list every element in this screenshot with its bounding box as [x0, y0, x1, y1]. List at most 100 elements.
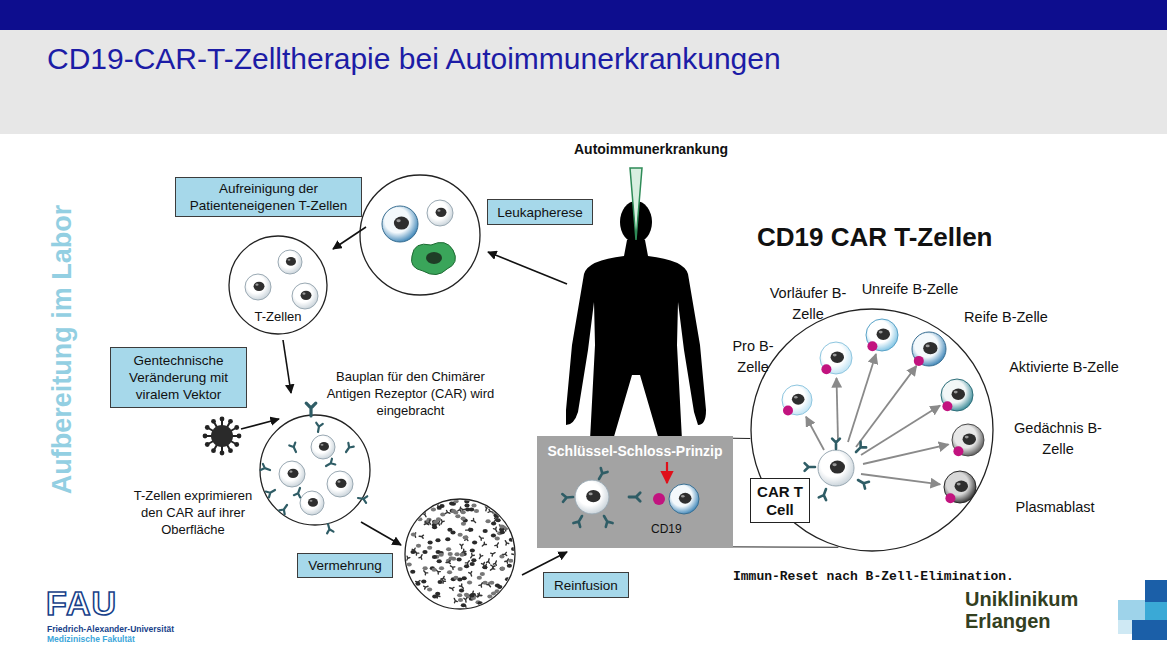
car-receptor: [261, 464, 272, 473]
mini-cell: [458, 598, 463, 602]
virus-knob: [211, 419, 216, 424]
virus-knob: [234, 425, 239, 430]
car-receptor: [450, 565, 455, 570]
car-receptor: [423, 512, 428, 517]
cell-nucleus: [319, 442, 329, 451]
process-box: Aufreinigung der Patienteneigenen T-Zell…: [175, 177, 362, 217]
mini-cell: [458, 533, 463, 537]
mini-cell: [470, 548, 475, 552]
mini-cell: [423, 566, 428, 570]
sample-circle: [360, 175, 480, 295]
cell-body: [866, 319, 898, 351]
monocyte: [411, 242, 455, 274]
car-receptor: [511, 553, 516, 557]
car-receptor: [490, 567, 495, 572]
t-cell: [427, 200, 453, 226]
flow-arrow: [861, 474, 940, 484]
virus-knob: [237, 434, 242, 439]
mini-cell: [491, 521, 496, 525]
logo-square: [1145, 580, 1167, 602]
cell-body: [782, 385, 812, 415]
car-receptor: [464, 598, 468, 603]
mini-cell: [458, 567, 463, 571]
cd19-antigen: [942, 401, 952, 411]
mini-cell: [436, 517, 441, 521]
car-receptor: [819, 488, 830, 500]
car-receptor: [453, 598, 458, 603]
car-receptor: [481, 542, 486, 547]
cell-body: [382, 206, 418, 242]
car-receptor: [466, 528, 470, 531]
mini-cell: [464, 593, 469, 597]
b-cell: [866, 319, 898, 351]
mini-cell: [469, 594, 474, 598]
car-receptor: [484, 506, 488, 511]
flow-arrow: [666, 462, 668, 483]
car-receptor: [495, 542, 500, 547]
cd19-antigen: [867, 341, 877, 351]
car-receptor: [832, 439, 840, 449]
car-receptor: [856, 477, 869, 489]
cell-label: Plasmablast: [1005, 497, 1105, 518]
car-receptor: [405, 556, 410, 561]
mini-cell: [454, 552, 459, 556]
mini-cell: [439, 553, 444, 557]
logo-square: [1118, 600, 1145, 620]
nucleus-highlight: [879, 331, 883, 334]
b-cell: [912, 332, 946, 366]
car-receptor: [476, 593, 481, 598]
car-receptor: [446, 560, 450, 564]
node-text: Gentechnische Veränderung mit viralem Ve…: [117, 352, 240, 403]
cell-nucleus: [877, 328, 890, 340]
cell-body: [278, 250, 302, 274]
logo-text: Friedrich-Alexander-Universität: [47, 624, 174, 634]
car-receptor: [465, 560, 470, 565]
mini-cell: [446, 547, 451, 551]
nucleus-highlight: [957, 483, 961, 486]
disease-pointer: [630, 168, 642, 240]
cell-body: [327, 471, 353, 497]
mini-cell: [474, 509, 479, 513]
process-box: Gentechnische Veränderung mit viralem Ve…: [110, 347, 247, 408]
car-receptor: [315, 423, 323, 433]
cell-nucleus: [308, 498, 318, 507]
car-receptor: [419, 554, 424, 559]
leukocyte: [382, 206, 418, 242]
mini-cell: [437, 580, 442, 584]
nucleus-highlight: [396, 219, 400, 222]
car-receptor: [493, 527, 498, 532]
car-receptor: [427, 519, 431, 524]
flow-arrow: [861, 406, 940, 455]
cell-label: Reife B-Zelle: [951, 307, 1061, 328]
nucleus-highlight: [302, 293, 305, 295]
mini-cell: [464, 564, 469, 568]
mini-cell: [471, 503, 476, 507]
header-band: [0, 0, 1167, 30]
virus-knob: [220, 451, 225, 456]
cell-body: [944, 471, 976, 503]
viral-vector: [203, 417, 242, 456]
car-receptor: [629, 493, 640, 501]
cell-nucleus: [286, 257, 296, 266]
body-silhouette: [566, 240, 706, 440]
cell-nucleus: [436, 208, 447, 217]
nucleus-highlight: [337, 481, 340, 483]
mini-cell: [500, 567, 505, 571]
car-receptor: [596, 468, 608, 481]
mini-cell: [407, 562, 412, 566]
b-cell-circle: CD19 CAR T-ZellenCAR T Cell: [750, 308, 994, 552]
mini-cell: [464, 499, 469, 503]
mini-cell: [431, 507, 436, 511]
car-t-cell: [300, 491, 324, 515]
expansion-circle: [405, 499, 515, 609]
mini-cell: [472, 541, 477, 545]
cell-nucleus: [923, 342, 937, 354]
cell-circle: T-Zellen: [228, 235, 328, 335]
flow-arrow: [333, 227, 366, 249]
nucleus-highlight: [589, 493, 593, 496]
logo-square: [1118, 620, 1132, 634]
expanded-cells: [405, 499, 516, 609]
cd19-antigen: [953, 446, 963, 456]
label-box: CAR T Cell: [750, 478, 810, 523]
